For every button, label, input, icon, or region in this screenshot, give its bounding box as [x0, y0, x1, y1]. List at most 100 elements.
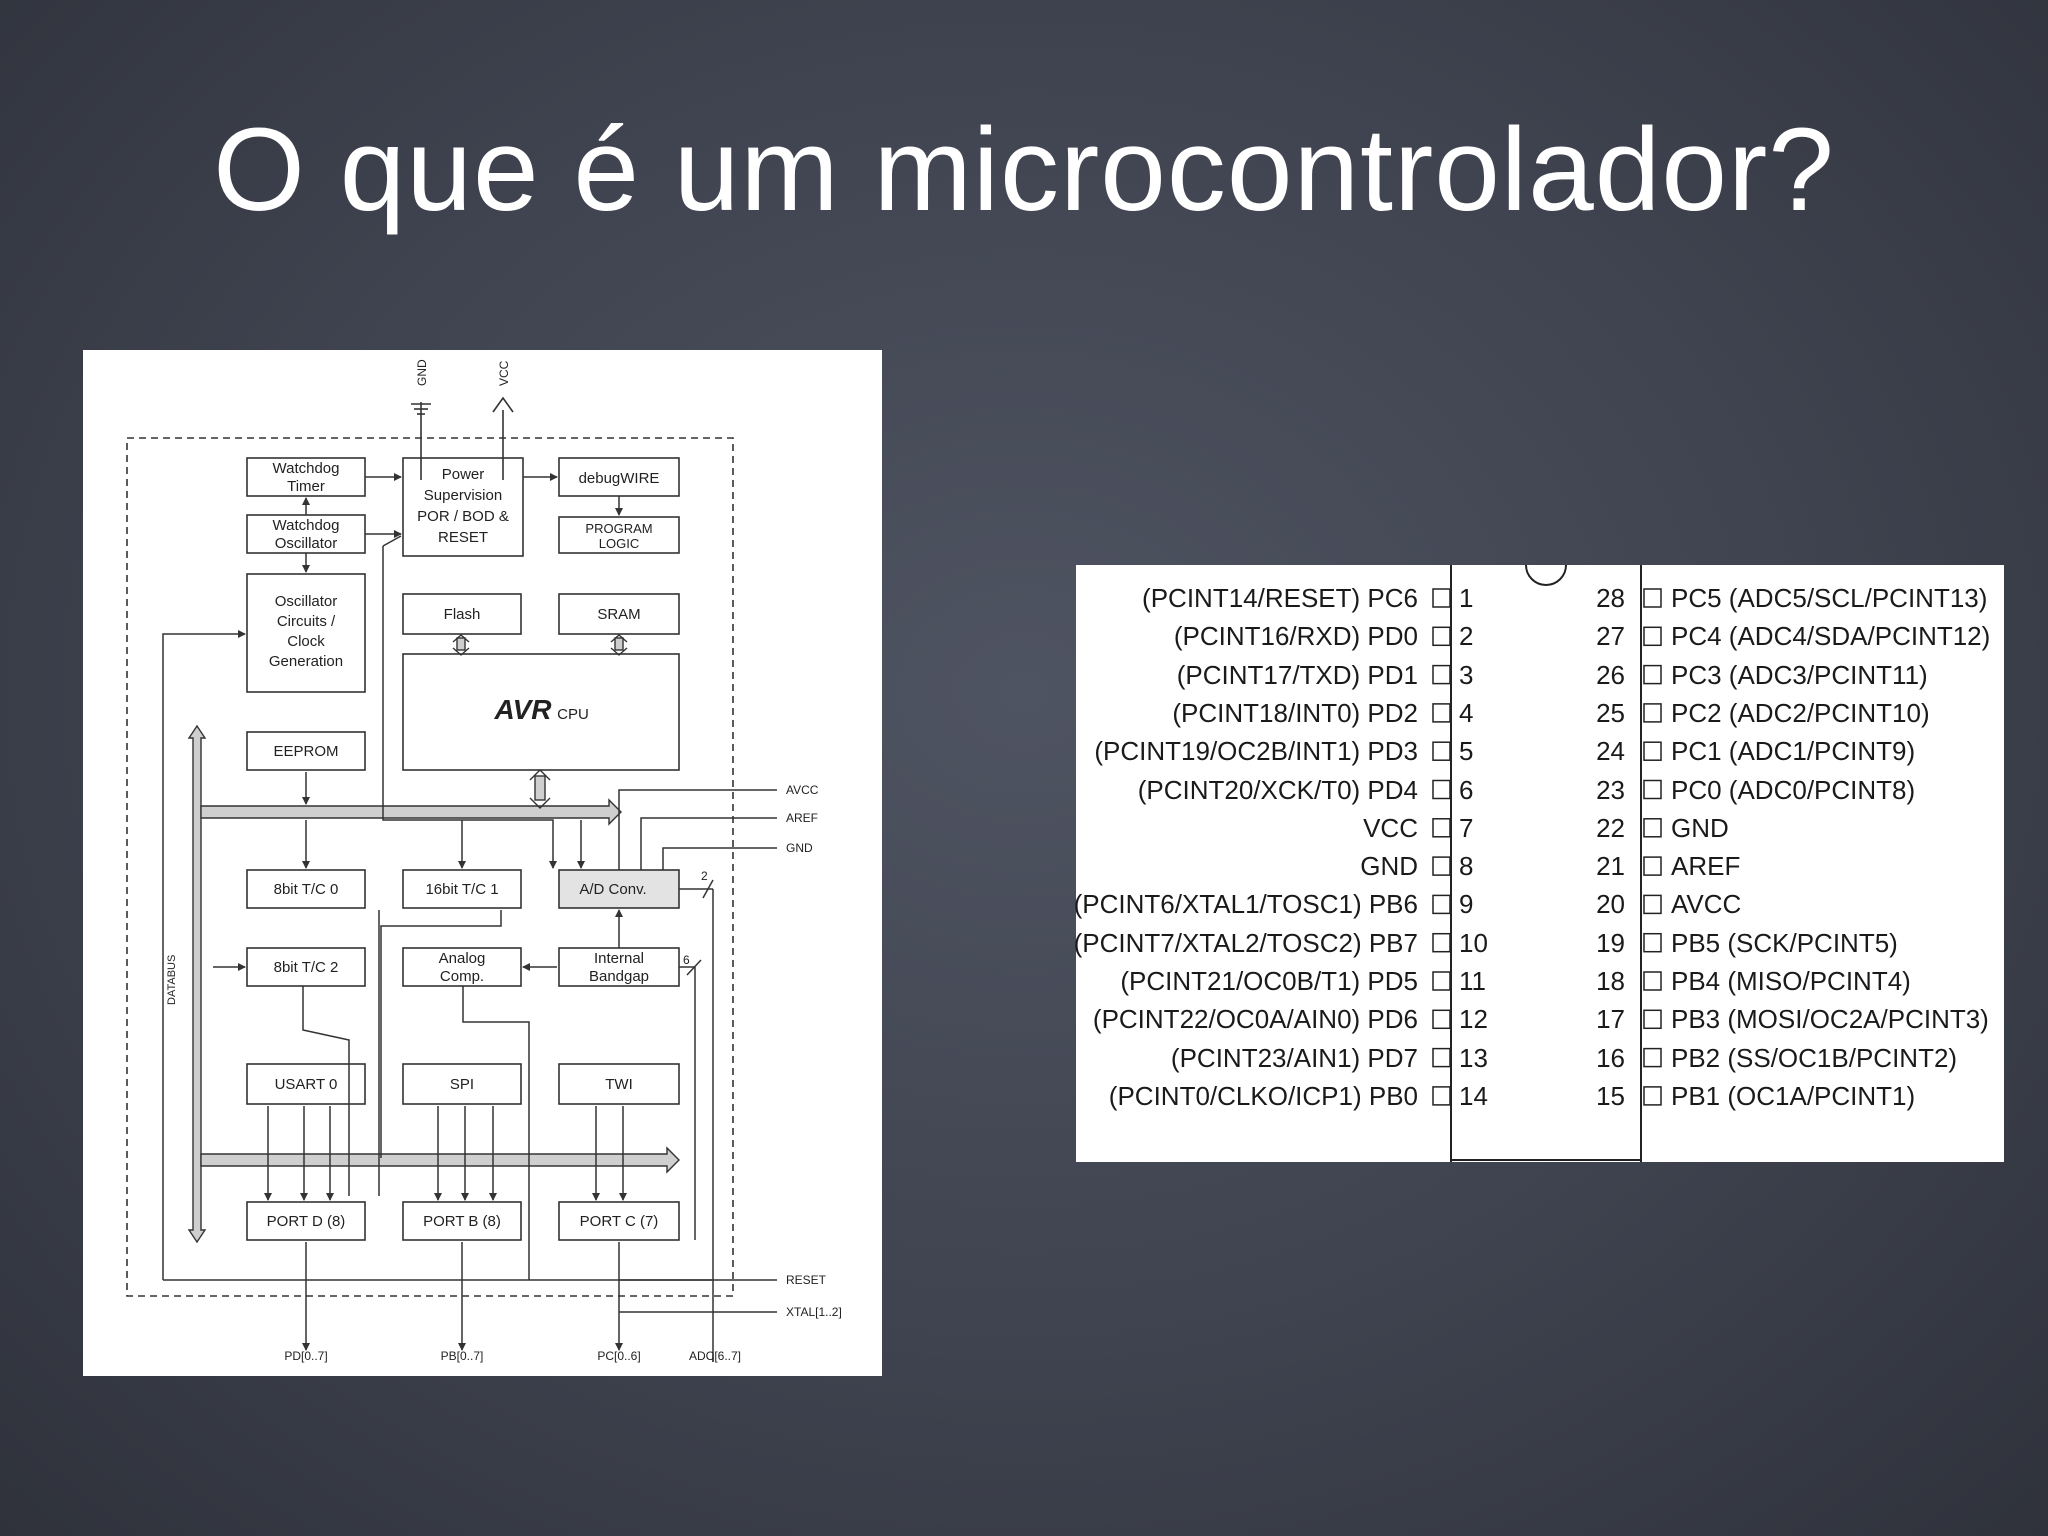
tc0-block [246, 869, 366, 909]
pin-pad [1643, 626, 1662, 647]
usart-label: USART 0 [275, 1076, 338, 1093]
pin-name-left: (PCINT21/OC0B/T1) PD5 [1120, 966, 1418, 996]
pin-number-left: 9 [1459, 889, 1474, 920]
tc1-block [402, 869, 522, 909]
xtal-label: XTAL[1..2] [786, 1305, 842, 1319]
pin-number-right: 19 [1596, 927, 1625, 958]
pin-number-right: 27 [1596, 621, 1625, 652]
pin-number-left: 11 [1459, 966, 1486, 996]
pin-number-left: 1 [1459, 583, 1474, 613]
watchdog-timer-label-1: Watchdog [273, 460, 340, 477]
oscillator-label-3: Clock [287, 633, 325, 650]
adc-bottom-label: ADC[6..7] [689, 1349, 741, 1363]
pin-number-left: 5 [1459, 736, 1474, 767]
pin-pad [1643, 1009, 1662, 1030]
pin-number-right: 25 [1596, 697, 1625, 728]
pin-pad [1432, 588, 1451, 608]
pin-name-left: (PCINT17/TXD) PD1 [1176, 659, 1418, 690]
databus [187, 634, 680, 1244]
pc-label: PC[0..6] [597, 1349, 640, 1363]
analog-comp-label-1: Analog [439, 950, 486, 967]
pin-pad [1643, 932, 1662, 953]
connections [162, 473, 777, 1362]
pin-name-right: PC5 (ADC5/SCL/PCINT13) [1671, 583, 1988, 613]
pin-pad [1643, 1047, 1662, 1068]
pin-name-right: PC3 (ADC3/PCINT11) [1671, 659, 1928, 690]
pin-name-right: PB4 (MISO/PCINT4) [1671, 966, 1911, 996]
bandgap-label-1: Internal [594, 950, 644, 967]
adc-label: A/D Conv. [579, 881, 646, 898]
twi-block [558, 1063, 680, 1105]
pin-number-right: 16 [1596, 1042, 1625, 1073]
pin-pad [1432, 818, 1451, 838]
usart-block [246, 1063, 366, 1105]
pin-name-left: (PCINT16/RXD) PD0 [1173, 621, 1418, 652]
avr-logo: AVR [493, 694, 552, 725]
analog-comp-block [402, 947, 522, 987]
pin-name-right: PB5 (SCK/PCINT5) [1671, 927, 1898, 958]
pin-pad [1643, 741, 1662, 761]
watchdog-timer-label-2: Timer [287, 478, 325, 495]
watchdog-osc-label-2: Oscillator [275, 535, 338, 552]
pin-name-right: AREF [1671, 851, 1741, 882]
pin-pad [1643, 664, 1662, 685]
program-logic-block [558, 516, 680, 554]
pin-pad [1432, 626, 1451, 647]
cpu-label: CPU [557, 706, 589, 723]
bandgap-label-2: Bandgap [589, 968, 649, 985]
pin-number-right: 22 [1596, 812, 1625, 843]
reset-label: RESET [786, 1273, 827, 1287]
twi-label: TWI [605, 1076, 633, 1093]
pin-number-right: 15 [1596, 1080, 1625, 1111]
pin-name-right: PC1 (ADC1/PCINT9) [1671, 736, 1916, 767]
spi-block [402, 1063, 522, 1105]
pin-pad [1432, 664, 1451, 685]
pin-name-right: PB2 (SS/OC1B/PCINT2) [1671, 1042, 1958, 1073]
pin-name-left: (PCINT14/RESET) PC6 [1142, 583, 1418, 613]
pin-number-left: 12 [1459, 1004, 1488, 1035]
spi-label: SPI [450, 1076, 474, 1093]
pin-pad [1432, 1009, 1451, 1030]
tc2-label: 8bit T/C 2 [274, 959, 339, 976]
sram-label: SRAM [597, 606, 640, 623]
pin-pad [1432, 741, 1451, 761]
program-logic-label-1: PROGRAM [585, 521, 652, 536]
pin-number-left: 4 [1459, 697, 1474, 728]
cpu-block [402, 653, 680, 771]
oscillator-label-2: Circuits / [277, 613, 336, 630]
pin-pad [1432, 703, 1451, 723]
debugwire-label: debugWIRE [579, 470, 660, 487]
power-label-1: Power [442, 466, 485, 483]
oscillator-label-1: Oscillator [275, 593, 338, 610]
port-c-label: PORT C (7) [580, 1213, 659, 1230]
pin-name-left: (PCINT7/XTAL2/TOSC2) PB7 [1073, 927, 1418, 958]
program-logic-label-2: LOGIC [599, 536, 639, 551]
tc2-block [246, 947, 366, 987]
gnd-side-label: GND [786, 841, 813, 855]
pin-number-left: 7 [1459, 812, 1474, 843]
power-label-2: Supervision [424, 487, 502, 504]
vcc-power-label: VCC [497, 360, 511, 386]
pin-pad [1432, 1047, 1451, 1068]
pin-name-right: PC0 (ADC0/PCINT8) [1671, 774, 1916, 805]
pin-pad [1643, 1086, 1662, 1106]
pin-number-right: 26 [1596, 659, 1625, 690]
pin-pad [1643, 818, 1662, 838]
pin-pad [1432, 932, 1451, 953]
chip-outline [1432, 565, 1662, 1162]
port-c-block [558, 1201, 680, 1241]
pin-name-left: (PCINT20/XCK/T0) PD4 [1137, 774, 1418, 805]
pin-name-left: GND [1360, 851, 1418, 882]
pin-pad [1432, 971, 1451, 991]
port-b-block [402, 1201, 522, 1241]
tc1-label: 16bit T/C 1 [425, 881, 498, 898]
pin-number-left: 2 [1459, 621, 1474, 652]
pin-number-right: 20 [1596, 889, 1625, 920]
pin-pad [1643, 894, 1662, 915]
pin-pad [1432, 779, 1451, 800]
pin-name-right: GND [1671, 812, 1729, 843]
port-d-label: PORT D (8) [267, 1213, 346, 1230]
sram-block [558, 593, 680, 635]
power-label-3: POR / BOD & [417, 508, 509, 525]
pin-pad [1643, 703, 1662, 723]
